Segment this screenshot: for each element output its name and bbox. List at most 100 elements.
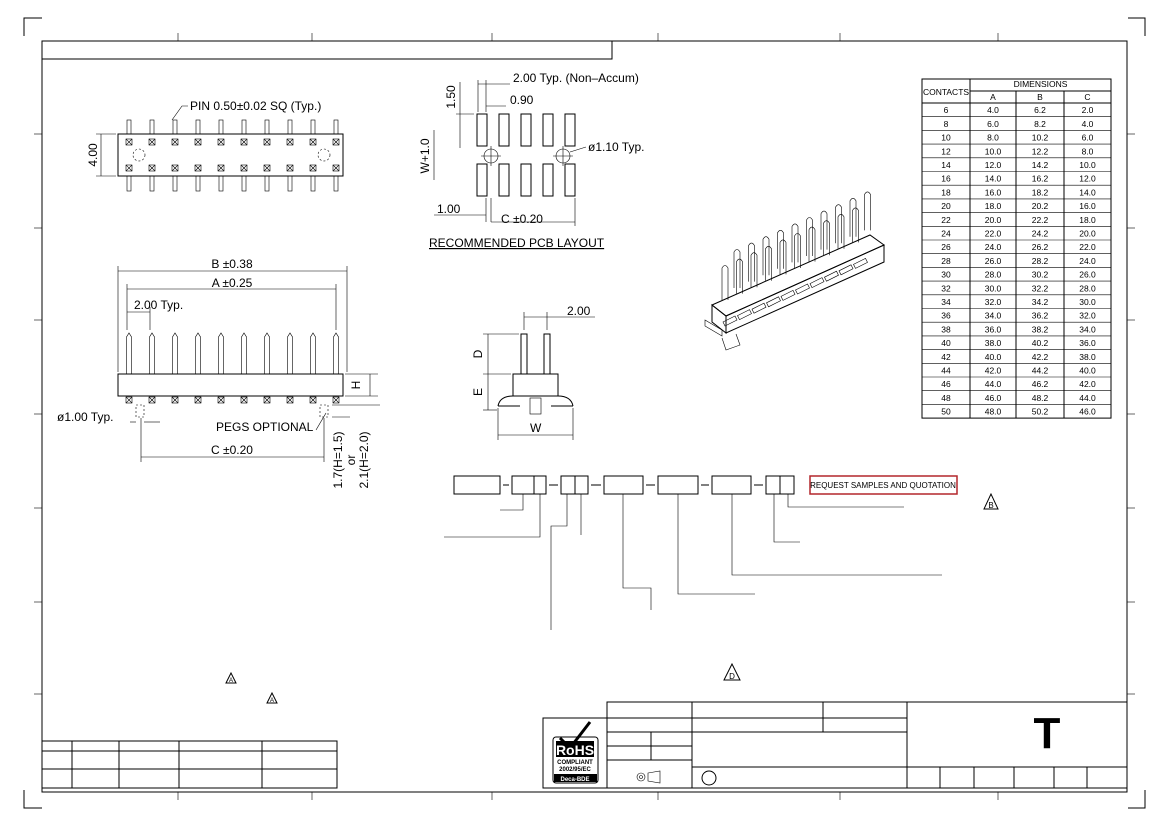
table-cell: 24.0: [1079, 256, 1096, 266]
table-cell: 28.2: [1032, 256, 1049, 266]
table-cell: 36.0: [1079, 338, 1096, 348]
table-cell: 6.2: [1034, 105, 1046, 115]
table-cell: 36.0: [985, 324, 1002, 334]
column-header-b: B: [1037, 92, 1043, 102]
top-view: 4.00 PIN 0.50±0.02 SQ (Typ.): [86, 99, 344, 192]
table-cell: 10.2: [1032, 133, 1049, 143]
pcb-layout-title: RECOMMENDED PCB LAYOUT: [429, 236, 605, 250]
side-view: B ±0.38 A ±0.25 2.00 Typ. H ø1.00 Typ. P…: [57, 257, 380, 489]
table-cell: 28.0: [1079, 283, 1096, 293]
table-cell: 2.0: [1082, 105, 1094, 115]
table-cell: 18: [941, 187, 951, 197]
table-cell: 42: [941, 352, 951, 362]
table-cell: 44.2: [1032, 366, 1049, 376]
revision-marks: B D A A: [225, 492, 999, 704]
table-cell: 6.0: [1082, 133, 1094, 143]
table-cell: 44.0: [985, 379, 1002, 389]
projection-circle-icon: [701, 770, 717, 786]
table-cell: 20.0: [1079, 229, 1096, 239]
table-cell: 40.2: [1032, 338, 1049, 348]
table-cell: 14.0: [985, 174, 1002, 184]
pcb-offset-label: 1.00: [437, 202, 461, 216]
table-cell: 6.0: [987, 119, 999, 129]
top-height-label: 4.00: [86, 143, 100, 167]
table-cell: 46.2: [1032, 379, 1049, 389]
pegs-optional-label: PEGS OPTIONAL: [216, 420, 314, 434]
table-cell: 12.0: [985, 160, 1002, 170]
pin-size-label: PIN 0.50±0.02 SQ (Typ.): [190, 99, 321, 113]
side-h-label: H: [349, 381, 363, 390]
table-cell: 10.0: [985, 146, 1002, 156]
table-cell: 8.2: [1034, 119, 1046, 129]
rev-mark-b: B: [988, 501, 993, 510]
request-samples-box[interactable]: [809, 475, 958, 495]
table-cell: 14.0: [1079, 187, 1096, 197]
table-cell: 26.0: [985, 256, 1002, 266]
contacts-header: CONTACTS: [923, 87, 969, 97]
table-cell: 6: [944, 105, 949, 115]
company-logo-letter: T: [1034, 709, 1061, 758]
table-cell: 22.2: [1032, 215, 1049, 225]
column-header-c: C: [1084, 92, 1090, 102]
table-cell: 48: [941, 393, 951, 403]
table-cell: 50: [941, 407, 951, 417]
rev-mark-a2: A: [270, 698, 274, 704]
table-cell: 32.0: [985, 297, 1002, 307]
table-cell: 34: [941, 297, 951, 307]
side-pitch-label: 2.00 Typ.: [134, 298, 183, 312]
peg-height-or: or: [344, 455, 358, 466]
table-cell: 10.0: [1079, 160, 1096, 170]
dimensions-header: DIMENSIONS: [1014, 79, 1068, 89]
table-cell: 32.2: [1032, 283, 1049, 293]
table-cell: 10: [941, 133, 951, 143]
column-header-a: A: [990, 92, 996, 102]
table-cell: 38.0: [1079, 352, 1096, 362]
table-cell: 16.0: [1079, 201, 1096, 211]
table-cell: 18.2: [1032, 187, 1049, 197]
side-b-label: B ±0.38: [211, 257, 253, 271]
table-cell: 12.2: [1032, 146, 1049, 156]
table-cell: 12: [941, 146, 951, 156]
rev-mark-d: D: [729, 672, 735, 681]
peg-height-2: 2.1(H=2.0): [357, 431, 371, 488]
table-cell: 4.0: [1082, 119, 1094, 129]
request-samples-label[interactable]: REQUEST SAMPLES AND QUOTATION: [810, 481, 956, 490]
peg-diameter-label: ø1.00 Typ.: [57, 410, 113, 424]
table-cell: 14: [941, 160, 951, 170]
table-cell: 30.0: [985, 283, 1002, 293]
end-pitch-label: 2.00: [567, 304, 591, 318]
table-cell: 22.0: [1079, 242, 1096, 252]
table-cell: 40: [941, 338, 951, 348]
table-cell: 22: [941, 215, 951, 225]
table-cell: 16.0: [985, 187, 1002, 197]
third-angle-projection-icon: [636, 770, 661, 784]
table-cell: 16: [941, 174, 951, 184]
peg-height-1: 1.7(H=1.5): [331, 431, 345, 488]
table-cell: 28.0: [985, 270, 1002, 280]
table-cell: 30: [941, 270, 951, 280]
table-cell: 28: [941, 256, 951, 266]
rohs-footer: Deca-BDE: [560, 777, 589, 783]
title-block: T RoHS COMPLIANT 2002/95/EC Deca-BDE: [542, 701, 1128, 789]
table-cell: 8.0: [1082, 146, 1094, 156]
pcb-row-label: W+1.0: [418, 138, 432, 173]
table-cell: 40.0: [1079, 366, 1096, 376]
table-cell: 40.0: [985, 352, 1002, 362]
rohs-title: RoHS: [556, 742, 594, 758]
pcb-layout-view: 2.00 Typ. (Non–Accum) 0.90 1.50 W+1.0 ø1…: [418, 71, 644, 250]
table-cell: 34.0: [1079, 324, 1096, 334]
table-cell: 24.2: [1032, 229, 1049, 239]
sheet-frame: [23, 17, 1146, 809]
rohs-directive: 2002/95/EC: [559, 767, 591, 773]
table-cell: 42.2: [1032, 352, 1049, 362]
end-w-label: W: [530, 421, 542, 435]
rohs-badge: RoHS COMPLIANT 2002/95/EC Deca-BDE: [552, 721, 599, 784]
table-cell: 42.0: [985, 366, 1002, 376]
ordering-code: REQUEST SAMPLES AND QUOTATION: [444, 475, 958, 630]
table-cell: 4.0: [987, 105, 999, 115]
table-cell: 34.2: [1032, 297, 1049, 307]
pcb-pitch-label: 2.00 Typ. (Non–Accum): [513, 71, 639, 85]
table-cell: 18.0: [1079, 215, 1096, 225]
